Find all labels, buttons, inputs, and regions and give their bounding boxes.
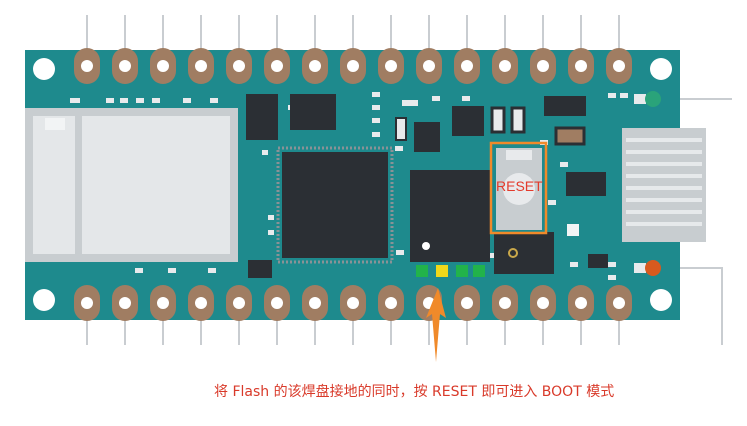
- arrow: [426, 288, 446, 362]
- chip-right-top: [414, 122, 440, 152]
- heatsink: [622, 128, 706, 242]
- led-wire-bottom: [660, 267, 723, 345]
- chip-diode: [544, 96, 586, 116]
- tiny-cap-c: [395, 117, 407, 141]
- led-green: [645, 91, 661, 107]
- chip-bottom-right: [494, 232, 554, 274]
- led-orange-pad: [634, 263, 646, 273]
- test-pad-4: [473, 265, 485, 277]
- chip-flash: [410, 170, 490, 262]
- led-green-pad: [634, 94, 646, 104]
- chip-right-2: [566, 172, 606, 196]
- test-pad-3: [456, 265, 468, 277]
- mount-hole-bl: [33, 289, 55, 311]
- chip-small-bl: [248, 260, 272, 278]
- bottom-chip-dot: [508, 248, 518, 258]
- white-square-small: [567, 224, 579, 236]
- reset-button-top: [506, 150, 532, 160]
- chip-tiny-right: [588, 254, 608, 268]
- mount-hole-tr: [650, 58, 672, 80]
- reset-button-cap: [503, 173, 535, 205]
- test-pad-1: [416, 265, 428, 277]
- chip-sq: [452, 106, 484, 136]
- tiny-cap-a: [490, 106, 506, 134]
- top-pin-holes: [81, 60, 625, 72]
- usb-connector: [25, 108, 238, 262]
- test-pad-2: [436, 265, 448, 277]
- mcu-pin-fringe: [276, 146, 394, 264]
- small-components: [70, 92, 628, 280]
- crystal: [554, 126, 586, 146]
- reset-label: RESET: [496, 178, 543, 194]
- tiny-cap-b: [510, 106, 526, 134]
- bottom-pin-holes: [81, 297, 625, 309]
- instruction-caption: 将 Flash 的该焊盘接地的同时，按 RESET 即可进入 BOOT 模式: [214, 384, 615, 400]
- chip-mcu: [282, 152, 388, 258]
- chip-top-mid: [290, 94, 336, 130]
- reset-highlight-box: [489, 141, 548, 235]
- mount-hole-br: [650, 289, 672, 311]
- led-orange: [645, 260, 661, 276]
- mount-hole-tl: [33, 58, 55, 80]
- chip-small-top: [246, 94, 278, 140]
- chips: [246, 94, 608, 278]
- flash-dot: [422, 242, 430, 250]
